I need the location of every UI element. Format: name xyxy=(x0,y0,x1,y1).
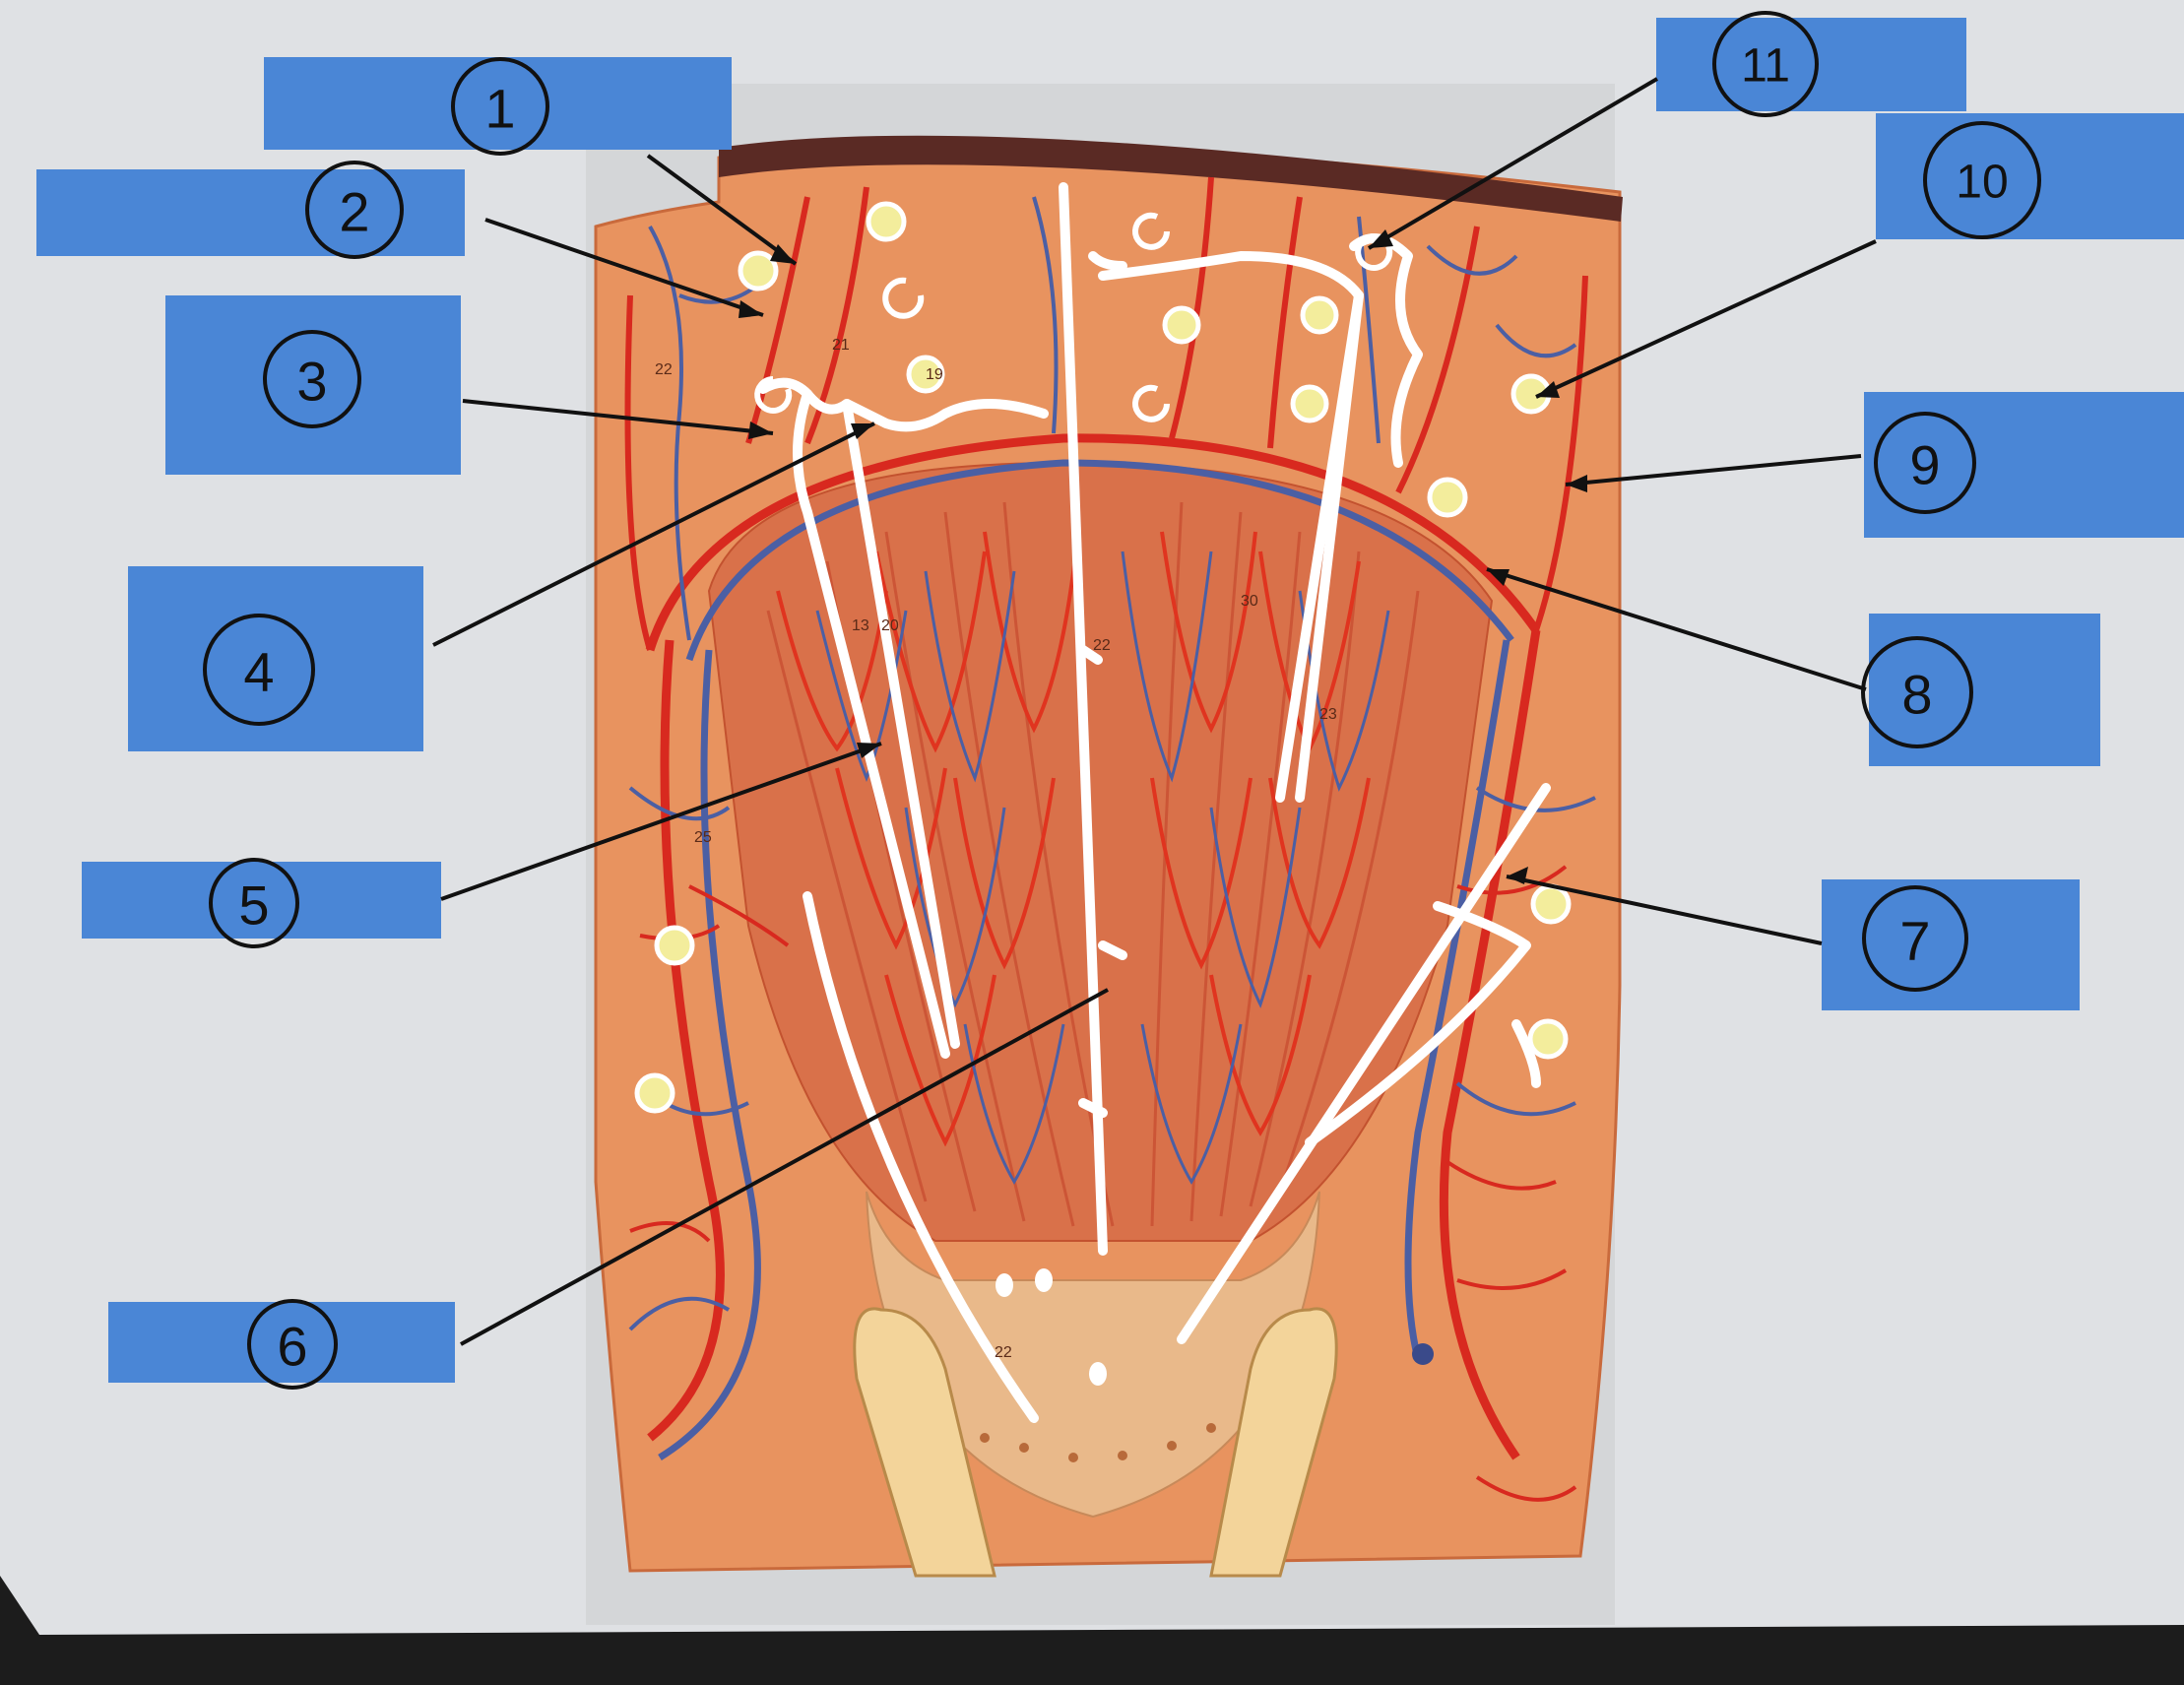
glomerulus xyxy=(1530,883,1572,925)
number-circle-6 xyxy=(247,1299,338,1390)
renal-corpuscles xyxy=(634,201,1572,1114)
papillary-duct-openings xyxy=(996,1268,1107,1386)
model-mark: 21 xyxy=(832,337,850,354)
leader-line-6 xyxy=(460,988,1109,1346)
number-circles xyxy=(203,11,2041,1390)
model-number-marks: 22 21 19 13 20 22 30 23 25 22 xyxy=(655,337,1337,1361)
leader-line-11 xyxy=(1367,77,1659,250)
arrow-heads xyxy=(739,229,1587,884)
model-mark: 22 xyxy=(1093,637,1111,654)
number-label: 3 xyxy=(296,351,327,413)
glomerulus xyxy=(1427,477,1468,518)
glomerulus xyxy=(1300,295,1339,335)
interlobar-vein-left xyxy=(658,649,761,1460)
renal-pyramid xyxy=(707,461,1494,1242)
number-label: 1 xyxy=(484,78,515,140)
number-circle-10 xyxy=(1923,121,2041,239)
glomerular-capsules xyxy=(754,212,1393,422)
leader-line-4 xyxy=(432,421,875,647)
leader-line-3 xyxy=(462,399,774,435)
leader-line-8 xyxy=(1486,567,1867,691)
number-label: 6 xyxy=(277,1316,307,1378)
label-box-4[interactable] xyxy=(128,566,423,751)
interlobar-vein-cut-end xyxy=(1412,1343,1434,1365)
leader-line-10 xyxy=(1535,239,1877,399)
number-label: 8 xyxy=(1901,664,1932,726)
arcuate-artery xyxy=(645,433,1540,652)
renal-capsule xyxy=(719,135,1623,222)
number-label: 4 xyxy=(243,641,274,703)
arcuate-vein xyxy=(685,459,1514,662)
number-labels: 1 2 3 4 5 6 7 8 9 10 11 xyxy=(238,40,2008,1378)
label-box-5[interactable] xyxy=(82,862,441,939)
leader-line-5 xyxy=(440,742,882,901)
label-boxes xyxy=(36,18,2184,1383)
label-box-11[interactable] xyxy=(1656,18,1966,111)
model-mark: 22 xyxy=(995,1344,1012,1361)
number-label: 5 xyxy=(238,875,269,937)
glomerulus xyxy=(866,201,907,242)
leader-lines xyxy=(432,77,1877,1346)
glomerulus xyxy=(1162,305,1201,345)
label-box-6[interactable] xyxy=(108,1302,455,1383)
number-label: 7 xyxy=(1899,910,1930,972)
number-label: 2 xyxy=(339,181,369,243)
leader-line-7 xyxy=(1506,875,1823,945)
leader-line-1 xyxy=(646,154,798,266)
number-circle-1 xyxy=(451,57,549,156)
number-circle-9 xyxy=(1874,412,1976,514)
cortical-arterial-branches xyxy=(629,865,1577,1502)
cortical-radiate-arteries xyxy=(624,176,1588,651)
papillary-pores xyxy=(980,1423,1216,1462)
number-circle-3 xyxy=(263,330,361,428)
model-mark: 22 xyxy=(655,361,673,378)
number-circle-11 xyxy=(1712,11,1819,117)
glomerulus xyxy=(738,250,779,292)
vasa-recta-arterial xyxy=(776,531,1371,1147)
number-circle-2 xyxy=(305,161,404,259)
number-label: 10 xyxy=(1956,157,2008,209)
model-mark: 19 xyxy=(926,366,943,383)
model-mark: 30 xyxy=(1241,593,1258,610)
number-circle-4 xyxy=(203,614,315,726)
number-circle-7 xyxy=(1862,885,1968,992)
vasa-recta-venous xyxy=(815,551,1390,1185)
glomerulus xyxy=(1290,384,1329,423)
interlobar-artery-right xyxy=(1439,629,1541,1460)
model-mark: 25 xyxy=(694,829,712,846)
model-mark: 20 xyxy=(881,617,899,634)
interlobar-artery-left xyxy=(647,639,725,1442)
medullary-rays xyxy=(766,501,1420,1227)
number-circle-8 xyxy=(1861,636,1973,748)
model-mark: 13 xyxy=(852,617,869,634)
number-label: 9 xyxy=(1909,434,1940,496)
model-mark: 23 xyxy=(1319,706,1337,723)
interlobar-vein-right xyxy=(1404,639,1510,1360)
label-box-10[interactable] xyxy=(1876,113,2184,239)
glomerulus xyxy=(654,925,695,966)
glomerulus xyxy=(1527,1018,1569,1060)
leader-line-9 xyxy=(1565,454,1862,486)
number-circle-5 xyxy=(209,858,299,948)
label-box-3[interactable] xyxy=(165,295,461,475)
label-box-1[interactable] xyxy=(264,57,732,150)
nephron-tubules xyxy=(758,182,1551,1423)
leader-line-2 xyxy=(484,218,764,317)
number-label: 11 xyxy=(1741,40,1790,93)
glomerulus xyxy=(634,1072,675,1114)
minor-calyx xyxy=(853,1307,1338,1578)
glomerulus xyxy=(906,355,945,394)
